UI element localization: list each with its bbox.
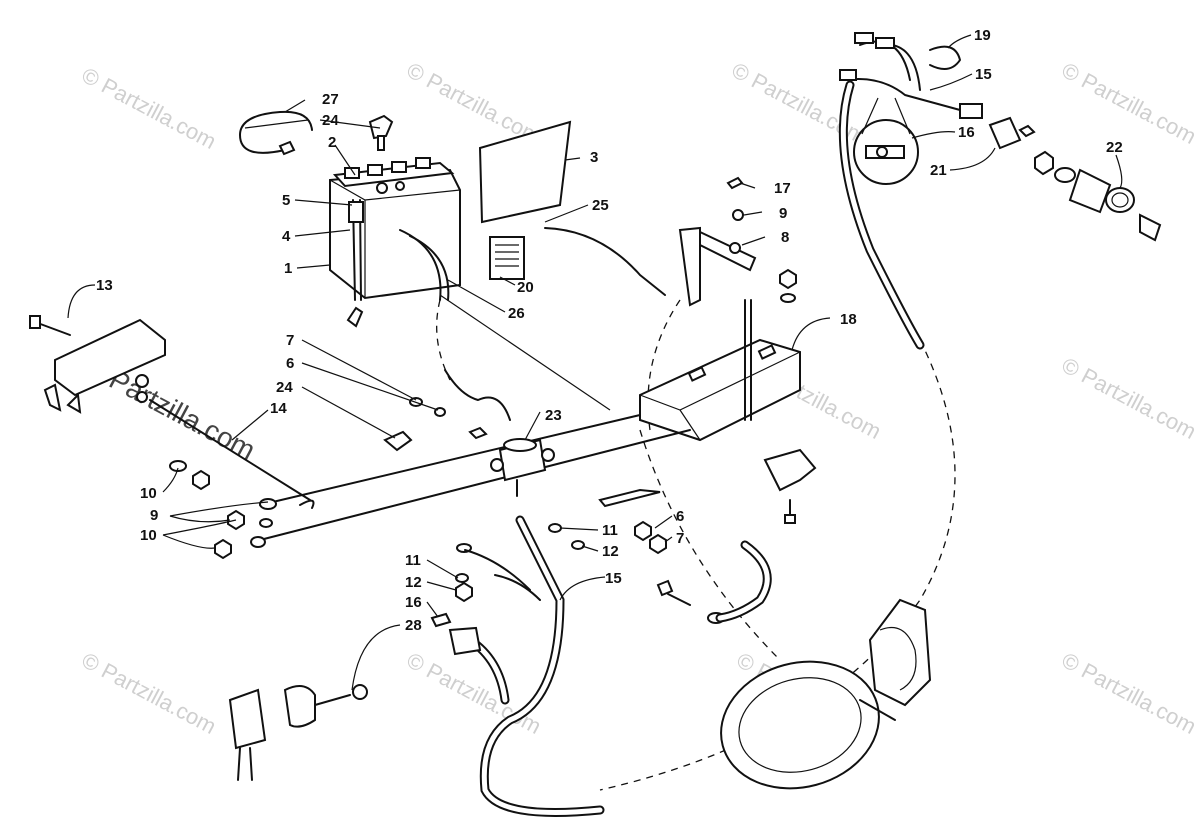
dashed-leader — [639, 429, 781, 661]
dashed-leader — [439, 294, 611, 411]
callout-13: 13 — [96, 277, 113, 294]
callout-8: 8 — [781, 229, 789, 246]
callout-16: 16 — [958, 124, 975, 141]
battery-strap — [239, 110, 313, 156]
callout-16: 16 — [405, 594, 422, 611]
callout-21: 21 — [930, 162, 947, 179]
callout-10: 10 — [140, 527, 157, 544]
callout-11: 11 — [405, 552, 421, 569]
callout-28: 28 — [405, 617, 422, 634]
support-rods — [149, 399, 691, 541]
callout-23: 23 — [545, 407, 562, 424]
callout-4: 4 — [282, 228, 291, 245]
callout-25: 25 — [592, 197, 609, 214]
bulb-inset — [853, 97, 919, 185]
callout-20: 20 — [517, 279, 534, 296]
left-bracket — [29, 315, 166, 414]
callout-6: 6 — [676, 508, 684, 525]
watermark: © Partzilla.com — [403, 647, 546, 739]
positive-cable — [544, 227, 666, 296]
negative-cable — [399, 229, 442, 301]
switch-assembly — [988, 116, 1162, 242]
battery — [329, 157, 461, 300]
vent-tube — [346, 199, 364, 328]
headlight — [720, 598, 932, 790]
callout-10: 10 — [140, 485, 157, 502]
callout-19: 19 — [974, 27, 991, 44]
leader-lines — [67, 34, 1123, 691]
callout-12: 12 — [602, 543, 619, 560]
watermarks: © Partzilla.com © Partzilla.com © Partzi… — [78, 57, 1200, 739]
callout-14: 14 — [270, 400, 287, 417]
callout-17: 17 — [774, 180, 791, 197]
callout-3: 3 — [590, 149, 598, 166]
callout-22: 22 — [1106, 139, 1123, 156]
decal — [489, 236, 525, 280]
callout-9: 9 — [779, 205, 787, 222]
callout-7: 7 — [286, 332, 294, 349]
wiring-harness-lower — [448, 515, 605, 817]
watermark: © Partzilla.com — [1058, 57, 1200, 149]
dashed-leader — [436, 299, 451, 381]
callout-18: 18 — [840, 311, 857, 328]
callout-26: 26 — [508, 305, 525, 322]
callout-1: 1 — [284, 260, 292, 277]
solenoid — [490, 438, 555, 497]
watermark: © Partzilla.com — [1058, 647, 1200, 739]
battery-cap — [368, 114, 394, 151]
callout-24: 24 — [276, 379, 293, 396]
callout-6: 6 — [286, 355, 294, 372]
callout-7: 7 — [676, 530, 684, 547]
callout-15: 15 — [975, 66, 992, 83]
callout-labels: 27 24 2 3 5 4 1 25 20 26 17 9 8 18 13 7 … — [96, 27, 1123, 634]
lower-bracket — [763, 448, 817, 524]
callout-27: 27 — [322, 91, 339, 108]
callout-9: 9 — [150, 507, 158, 524]
watermark: © Partzilla.com — [78, 647, 221, 739]
callout-24: 24 — [322, 112, 339, 129]
tail-light — [228, 684, 368, 781]
negative-cable — [409, 235, 450, 301]
callout-5: 5 — [282, 192, 290, 209]
battery-tray — [639, 268, 801, 442]
wiring-harness-upper — [838, 32, 983, 350]
callout-12: 12 — [405, 574, 422, 591]
ground-cable — [717, 542, 770, 621]
shield-plate — [478, 120, 572, 224]
callout-11: 11 — [602, 522, 618, 539]
callout-2: 2 — [328, 134, 336, 151]
hold-down-bracket — [678, 176, 757, 307]
watermark: © Partzilla.com — [1058, 352, 1200, 444]
watermark: © Partzilla.com — [78, 62, 221, 154]
callout-15: 15 — [605, 570, 622, 587]
